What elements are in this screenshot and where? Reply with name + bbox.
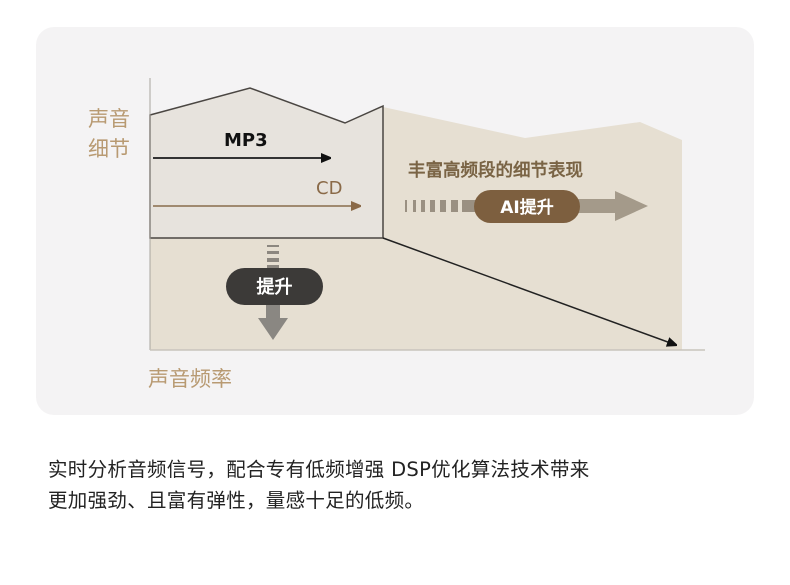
boost-label: 提升 <box>257 276 293 298</box>
original-region <box>149 87 384 239</box>
dashes-icon <box>405 200 476 212</box>
mp3-label: MP3 <box>224 130 268 151</box>
caption-line-1: 实时分析音频信号，配合专有低频增强 DSP优化算法技术带来 <box>48 458 590 481</box>
dashes-vertical-icon <box>267 245 279 270</box>
ai-boost-label: AI提升 <box>500 198 553 218</box>
y-axis-label: 声音细节 <box>88 107 130 161</box>
caption-line-2: 更加强劲、且富有弹性，量感十足的低频。 <box>48 489 425 512</box>
down-arrow-icon <box>258 300 288 340</box>
cd-label: CD <box>316 178 342 199</box>
falloff-line <box>382 237 676 345</box>
ai-boost-pill <box>474 190 580 223</box>
boost-pill <box>226 268 323 305</box>
right-arrow-icon <box>575 191 648 221</box>
high-freq-label: 丰富高频段的细节表现 <box>408 160 583 181</box>
x-axis-label: 声音频率 <box>148 367 232 391</box>
